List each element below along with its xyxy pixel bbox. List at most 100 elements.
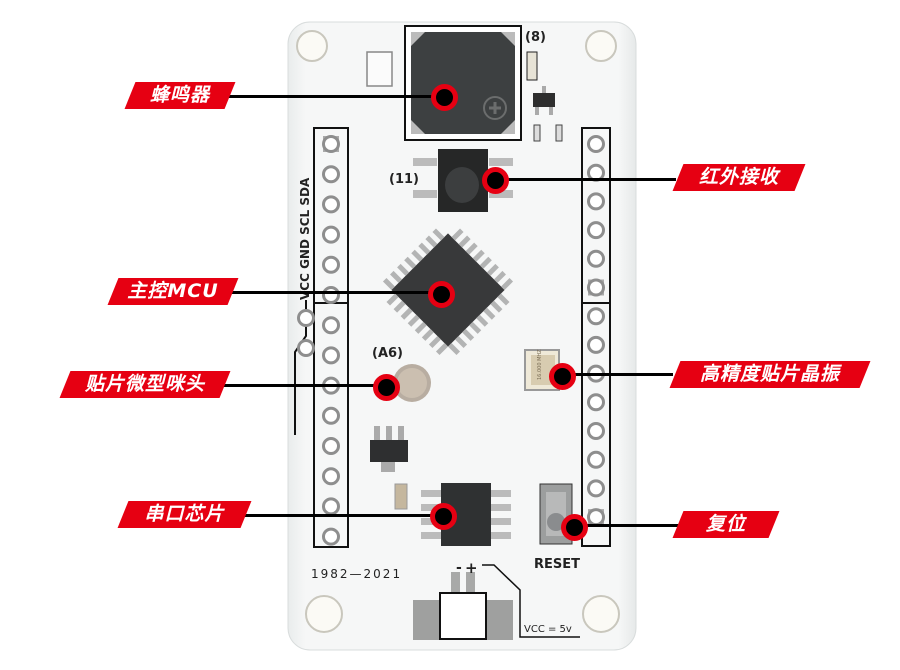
mcu-pin	[465, 242, 478, 255]
header-pin-hole	[587, 307, 605, 326]
header-pin-hole	[322, 346, 340, 365]
header-pin-hole	[587, 135, 605, 153]
leader-line-mcu	[228, 291, 440, 294]
mcu-pin	[501, 277, 514, 290]
mount-hole	[296, 30, 328, 62]
callout-reset: 复位	[672, 511, 780, 538]
header-pin-hole	[587, 479, 605, 498]
header-pin-hole	[587, 508, 605, 527]
callout-ir-text: 红外接收	[698, 166, 779, 188]
leader-line-mic	[221, 384, 385, 387]
mcu-pin	[397, 263, 410, 276]
header-pin-hole	[322, 437, 340, 455]
pin-label-buzzer: (8)	[525, 30, 546, 45]
header-pin-hole	[322, 467, 340, 486]
callout-mic-text: 贴片微型咪头	[84, 373, 205, 395]
leader-line-crystal	[561, 373, 673, 376]
mcu-pin	[458, 235, 471, 248]
mcu-pin	[414, 321, 427, 334]
mount-hole	[305, 595, 343, 633]
marker-mic	[373, 374, 400, 401]
mcu-pin	[382, 277, 395, 290]
mount-hole	[582, 595, 620, 633]
header-pin-hole	[587, 335, 605, 354]
mcu-pin	[407, 314, 420, 327]
mcu-pin	[462, 328, 475, 341]
header-pin-hole	[587, 278, 605, 297]
header-pin-hole	[587, 450, 605, 469]
mcu-pin	[490, 300, 503, 313]
header-pin-hole	[322, 497, 340, 516]
leader-line-serial	[240, 514, 445, 517]
callout-serial-chip: 串口芯片	[117, 501, 252, 528]
header-pin-hole	[297, 309, 315, 327]
callout-microphone: 贴片微型咪头	[59, 371, 231, 398]
mcu-pin	[435, 343, 448, 356]
callout-mcu-text: 主控MCU	[127, 280, 219, 302]
header-pin-hole	[322, 406, 340, 425]
marker-buzzer	[431, 84, 458, 111]
mcu-pin	[455, 335, 468, 348]
leader-line-buzzer	[214, 95, 446, 98]
mcu-pin	[428, 335, 441, 348]
header-pin-hole	[322, 165, 340, 184]
reset-silk-label: RESET	[534, 557, 581, 572]
mcu-pin	[483, 307, 496, 320]
marker-crystal	[549, 363, 576, 390]
header-pin-hole	[587, 249, 605, 268]
header-pin-hole	[587, 422, 605, 440]
pin-label-ir: (11)	[389, 172, 419, 187]
mcu-pin	[497, 293, 510, 306]
mcu-pin	[469, 321, 482, 334]
header-pin-hole	[322, 195, 340, 214]
leader-line-reset	[573, 524, 681, 527]
marker-serial	[430, 503, 457, 530]
mount-hole	[585, 30, 617, 62]
buzzer-component	[404, 25, 522, 141]
header-pin-hole	[587, 192, 605, 211]
polarity-minus: -	[456, 560, 462, 576]
mcu-pin	[479, 256, 492, 269]
vcc-label: VCC = 5v	[524, 624, 572, 635]
callout-mcu: 主控MCU	[107, 278, 239, 305]
header-pin-hole	[322, 255, 340, 274]
mcu-pin	[432, 228, 445, 241]
callout-reset-text: 复位	[705, 513, 746, 535]
mcu-pin	[411, 249, 424, 262]
mcu-pin	[493, 270, 506, 283]
callout-buzzer-text: 蜂鸣器	[149, 84, 210, 106]
marker-mcu	[428, 281, 455, 308]
mcu-pin	[421, 328, 434, 341]
callout-buzzer: 蜂鸣器	[124, 82, 236, 109]
header-pin-hole	[587, 393, 605, 412]
polarity-plus: +	[465, 559, 478, 577]
mcu-pin	[472, 249, 485, 262]
callout-serial-text: 串口芯片	[144, 503, 225, 525]
mcu-pin	[390, 270, 403, 283]
mcu-pin	[451, 228, 464, 241]
header-pin-hole	[322, 135, 340, 153]
i2c-header-label: VCC GND SCL SDA	[298, 177, 312, 300]
microphone-component	[393, 364, 431, 402]
mcu-pin	[400, 307, 413, 320]
header-pin-hole	[322, 286, 340, 304]
mcu-pin	[448, 343, 461, 356]
leader-line-ir	[496, 178, 676, 181]
header-pin-hole	[587, 221, 605, 240]
mcu-pin	[425, 235, 438, 248]
callout-ir-receiver: 红外接收	[672, 164, 806, 191]
callout-crystal: 高精度贴片晶振	[669, 361, 871, 388]
marker-reset	[561, 514, 588, 541]
year-label: 1982—2021	[311, 567, 403, 581]
mcu-pin	[486, 263, 499, 276]
header-pin-hole	[322, 527, 340, 546]
pin-label-mic: (A6)	[372, 346, 403, 361]
marker-ir	[482, 167, 509, 194]
mcu-pin	[418, 242, 431, 255]
callout-crystal-text: 高精度贴片晶振	[699, 363, 840, 385]
mcu-pin	[386, 293, 399, 306]
mcu-pin	[404, 256, 417, 269]
header-pin-hole	[322, 225, 340, 244]
header-pin-hole	[322, 316, 340, 335]
